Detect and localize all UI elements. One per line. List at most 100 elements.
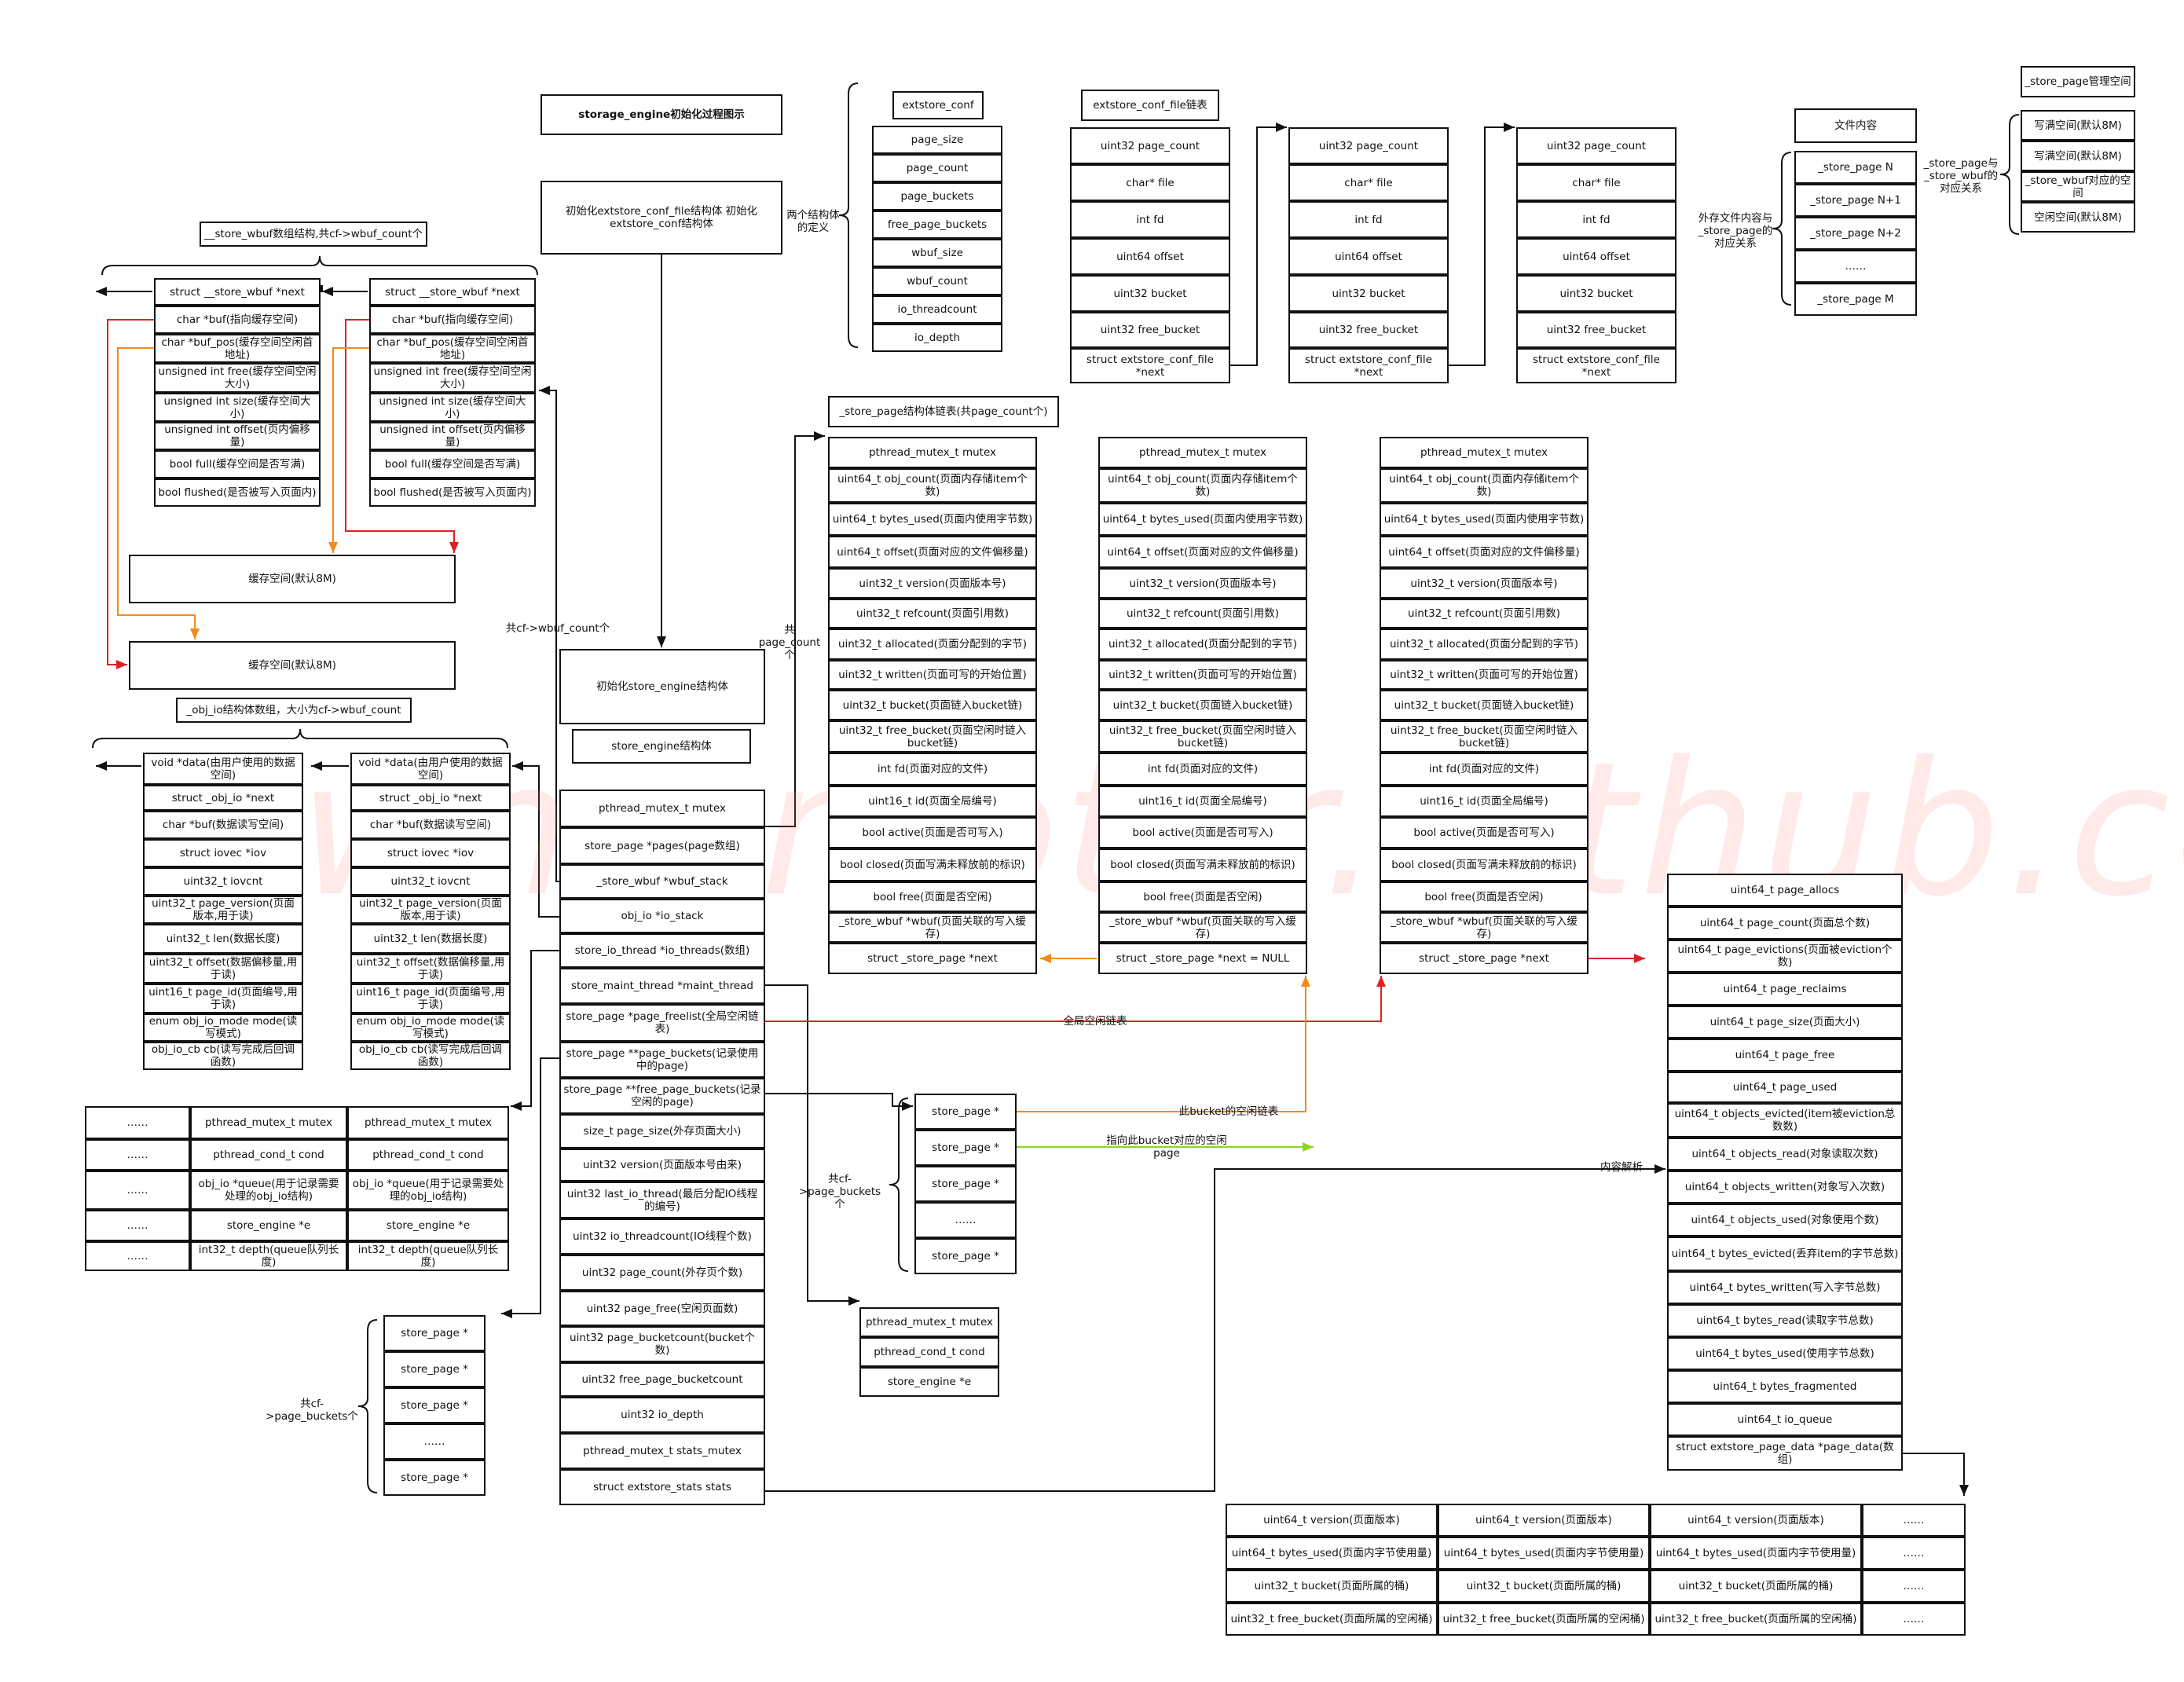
store-page-next: struct _store_page *next [828, 943, 1037, 974]
wbuf-field: bool flushed(是否被写入页面内) [154, 478, 321, 507]
store-page-field: bool closed(页面写满未释放前的标识) [828, 848, 1037, 881]
wbuf-field: bool flushed(是否被写入页面内) [369, 478, 536, 507]
obj-io-field: enum obj_io_mode mode(读写模式) [350, 1013, 511, 1042]
bucket-free-list-label: 此bucket的空闲链表 [1178, 1105, 1279, 1118]
conf-file-field: char* file [1070, 164, 1230, 201]
obj-io-field: uint32_t offset(数据偏移量,用于读) [143, 954, 303, 984]
store-page-field: pthread_mutex_t mutex [1380, 437, 1589, 468]
io-thread-ellipsis: …… [85, 1139, 190, 1171]
page-bucket-slot: store_page * [383, 1387, 486, 1424]
store-page-field: uint64_t obj_count(页面内存储item个数) [828, 468, 1037, 503]
extstore-conf-field: page_count [872, 154, 1002, 182]
free-list-label: 全局空闲链表 [1063, 1015, 1127, 1028]
cache-buffer-2: 缓存空间(默认8M) [129, 641, 456, 690]
store-page-field: uint32_t allocated(页面分配到的字节) [1098, 628, 1307, 660]
obj-io-field: struct iovec *iov [350, 839, 511, 867]
store-page-field: int fd(页面对应的文件) [828, 753, 1037, 786]
io-thread-field: pthread_cond_t cond [190, 1139, 347, 1171]
io-thread-field: int32_t depth(queue队列长度) [190, 1241, 347, 1271]
engine-field: store_page **free_page_buckets(记录空闲的page… [559, 1078, 765, 1114]
wbuf-label: __store_wbuf数组结构,共cf->wbuf_count个 [200, 222, 427, 247]
arrow-head [328, 542, 338, 553]
arrow-head [190, 628, 200, 639]
page-wbuf-note: _store_page与_store_wbuf的对应关系 [1923, 157, 1999, 195]
stats-field: uint64_t page_used [1667, 1072, 1903, 1103]
wbuf-field: unsigned int size(缓存空间大小) [154, 393, 321, 422]
engine-field: store_page *page_freelist(全局空闲链表) [559, 1004, 765, 1042]
page-mgmt-label: _store_page管理空间 [2021, 66, 2135, 97]
conf-file-field: uint32 bucket [1070, 275, 1230, 312]
conf-file-field: char* file [1516, 164, 1676, 201]
conf-file-field: uint32 page_count [1516, 127, 1676, 164]
obj-io-field: struct _obj_io *next [143, 785, 303, 811]
file-page-slot: _store_page N+2 [1794, 217, 1917, 250]
wbuf-field: bool full(缓存空间是否写满) [154, 450, 321, 478]
store-page-field: uint32_t free_bucket(页面空闲时链入bucket链) [1098, 720, 1307, 753]
obj-io-field: char *buf(数据读写空间) [350, 811, 511, 839]
store-page-field: bool free(页面是否空闲) [828, 881, 1037, 912]
page-data-field: uint32_t free_bucket(页面所属的空闲桶) [1650, 1603, 1862, 1636]
store-page-field: uint32_t free_bucket(页面空闲时链入bucket链) [828, 720, 1037, 753]
connector-line [501, 1057, 559, 1314]
page-data-field: uint64_t bytes_used(页面内字节使用量) [1438, 1537, 1650, 1570]
engine-struct-label: store_engine结构体 [572, 729, 751, 764]
page-bucket-slot: store_page * [383, 1460, 486, 1496]
stats-field: uint64_t bytes_fragmented [1667, 1370, 1903, 1403]
extstore-conf-field: free_page_buckets [872, 211, 1002, 239]
engine-field: store_maint_thread *maint_thread [559, 968, 765, 1004]
store-page-field: bool active(页面是否可写入) [828, 817, 1037, 848]
obj-io-field: uint32_t len(数据长度) [350, 924, 511, 954]
free-bucket-slot: store_page * [914, 1094, 1017, 1130]
wbuf-field: struct __store_wbuf *next [369, 278, 536, 306]
page-data-field: uint64_t bytes_used(页面内字节使用量) [1226, 1537, 1438, 1570]
stats-field: uint64_t bytes_written(写入字节总数) [1667, 1271, 1903, 1304]
conf-file-field: uint32 bucket [1288, 275, 1449, 312]
page-data-field: uint64_t version(页面版本) [1650, 1504, 1862, 1537]
page-mgmt-item: 写满空间(默认8M) [2021, 110, 2135, 141]
obj-io-field: uint32_t offset(数据偏移量,用于读) [350, 954, 511, 984]
conf-file-field: uint32 free_bucket [1288, 312, 1449, 348]
engine-field: store_page *pages(page数组) [559, 827, 765, 864]
engine-field: pthread_mutex_t mutex [559, 790, 765, 827]
arrow-head [1276, 123, 1287, 132]
store-page-field: _store_wbuf *wbuf(页面关联的写入缓存) [828, 912, 1037, 943]
arrow-head [322, 287, 333, 296]
conf-file-field: int fd [1288, 201, 1449, 238]
store-page-next: struct _store_page *next = NULL [1098, 943, 1307, 974]
store-page-field: uint64_t obj_count(页面内存储item个数) [1380, 468, 1589, 503]
extstore-conf-field: io_depth [872, 324, 1002, 352]
wbuf-field: unsigned int offset(页内偏移量) [154, 422, 321, 450]
conf-file-field: uint32 bucket [1516, 275, 1676, 312]
maint-thread-field: store_engine *e [859, 1367, 999, 1397]
conf-file-field: uint32 free_bucket [1516, 312, 1676, 348]
io-thread-field: store_engine *e [190, 1210, 347, 1241]
arrow-head [512, 761, 523, 771]
conf-file-field: uint64 offset [1288, 238, 1449, 275]
store-page-field: int fd(页面对应的文件) [1380, 753, 1589, 786]
store-page-field: uint16_t id(页面全局编号) [828, 786, 1037, 817]
io-thread-field: int32_t depth(queue队列长度) [347, 1241, 509, 1271]
obj-io-field: uint32_t iovcnt [143, 867, 303, 896]
store-page-field: bool free(页面是否空闲) [1380, 881, 1589, 912]
page-mgmt-item: _store_wbuf对应的空间 [2021, 171, 2135, 202]
stats-field: uint64_t bytes_read(读取字节总数) [1667, 1304, 1903, 1337]
store-page-field: _store_wbuf *wbuf(页面关联的写入缓存) [1380, 912, 1589, 943]
stats-field: uint64_t bytes_used(使用字节总数) [1667, 1337, 1903, 1370]
arrow-head [1376, 976, 1386, 987]
store-page-field: uint32_t bucket(页面链入bucket链) [828, 690, 1037, 720]
arrow-head [96, 761, 107, 771]
arrow-head [96, 287, 107, 296]
io-thread-field: obj_io *queue(用于记录需要处理的obj_io结构) [347, 1171, 509, 1210]
wbuf-field: char *buf(指向缓存空间) [154, 306, 321, 334]
io-thread-field: store_engine *e [347, 1210, 509, 1241]
store-page-field: uint32_t written(页面可写的开始位置) [1380, 660, 1589, 690]
free-bucket-slot: …… [914, 1202, 1017, 1238]
arrow-head [539, 386, 550, 395]
page-data-field: uint32_t free_bucket(页面所属的空闲桶) [1438, 1603, 1650, 1636]
stats-field: uint64_t objects_evicted(item被eviction总数… [1667, 1103, 1903, 1138]
stats-field: uint64_t page_free [1667, 1039, 1903, 1072]
arrow-head [1301, 976, 1310, 987]
wbuf-field: unsigned int free(缓存空间空闲大小) [154, 363, 321, 393]
page-data-ellipsis: …… [1862, 1603, 1966, 1636]
page-data-field: uint32_t free_bucket(页面所属的空闲桶) [1226, 1603, 1438, 1636]
